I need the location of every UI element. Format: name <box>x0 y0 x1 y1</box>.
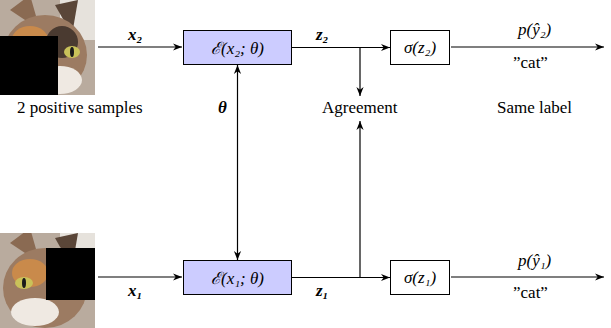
agreement-text: Agreement <box>322 99 398 118</box>
occlusion-mask <box>0 36 58 95</box>
photo-ground <box>0 0 95 95</box>
cat-eye <box>64 46 80 58</box>
agreement-arrow <box>359 121 360 277</box>
probability-label: p(ŷ₁) <box>518 252 551 271</box>
softmax-box: σ(z₂) <box>390 30 450 65</box>
encoder-box: ℰ(x₁; θ) <box>183 260 292 295</box>
input-label: x₂ <box>128 26 142 45</box>
cat-eye <box>15 277 33 289</box>
cat-photo <box>0 233 95 328</box>
output-arrow <box>451 46 604 47</box>
feature-arrow <box>292 277 390 278</box>
node-text: ℰ(x₁; θ) <box>211 266 264 289</box>
softmax-box: σ(z₁) <box>390 260 450 295</box>
input-label: x₁ <box>128 282 142 301</box>
edge-label: z₁ <box>314 282 331 301</box>
occlusion-mask <box>46 248 95 300</box>
agreement-arrow <box>359 47 360 96</box>
node-text: σ(z₂) <box>404 38 436 58</box>
class-label: ”cat” <box>513 284 548 303</box>
shared-weights-arrow <box>237 65 238 260</box>
feature-arrow <box>292 47 390 48</box>
caption-text: 2 positive samples <box>17 99 143 118</box>
edge-label: θ <box>216 99 229 118</box>
output-arrow <box>451 276 604 277</box>
encoder-box: ℰ(x₂; θ) <box>183 30 292 65</box>
photo-ground <box>0 233 95 328</box>
cat-pupil <box>22 278 26 288</box>
cat-pupil <box>70 47 74 57</box>
caption-text: Same label <box>497 99 572 118</box>
probability-label: p(ŷ₂) <box>518 21 551 40</box>
cat-muzzle <box>11 298 59 326</box>
node-text: σ(z₁) <box>404 268 436 288</box>
edge-label: z₂ <box>314 26 331 45</box>
node-text: ℰ(x₂; θ) <box>211 36 264 59</box>
class-label: ”cat” <box>513 54 548 73</box>
cat-photo <box>0 0 95 95</box>
input-arrow <box>98 276 182 277</box>
input-arrow <box>98 46 182 47</box>
